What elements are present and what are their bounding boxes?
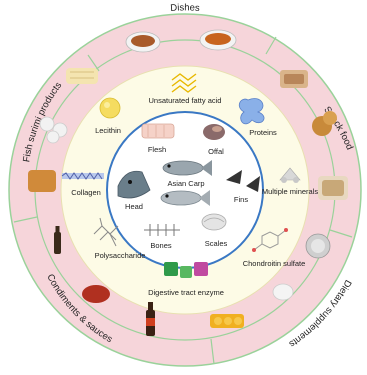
label-scales: Scales <box>205 239 228 248</box>
label-head: Head <box>125 202 143 211</box>
label-chondroitin-sulfate: Chondroitin sulfate <box>243 259 306 268</box>
label-bones: Bones <box>150 241 172 250</box>
label-multiple-minerals-text: Multiple minerals <box>262 187 319 196</box>
label-fins: Fins <box>234 195 248 204</box>
center-label-asian-carp: Asian Carp <box>167 179 204 188</box>
collagen-icon <box>62 173 104 179</box>
scales-icon <box>202 214 226 230</box>
fish-fillet-icon <box>142 124 174 138</box>
lecithin-icon <box>100 98 120 118</box>
label-proteins: Proteins <box>249 128 277 137</box>
protein-icon <box>239 99 264 124</box>
label-lecithin: Lecithin <box>95 126 121 135</box>
label-flesh: Flesh <box>148 145 166 154</box>
offal-icon <box>203 124 225 140</box>
label-offal: Offal <box>208 147 224 156</box>
label-unsaturated-fatty-acid: Unsaturated fatty acid <box>149 96 222 105</box>
label-digestive-tract-enzyme: Digestive tract enzyme <box>148 288 224 297</box>
label-collagen: Collagen <box>71 188 101 197</box>
fatty-acid-icon <box>172 74 196 92</box>
label-multiple-minerals: Multiple minerals <box>262 187 319 196</box>
label-polysaccharide: Polysaccharide <box>95 251 146 260</box>
segment-label-dishes: Dishes <box>170 2 200 14</box>
